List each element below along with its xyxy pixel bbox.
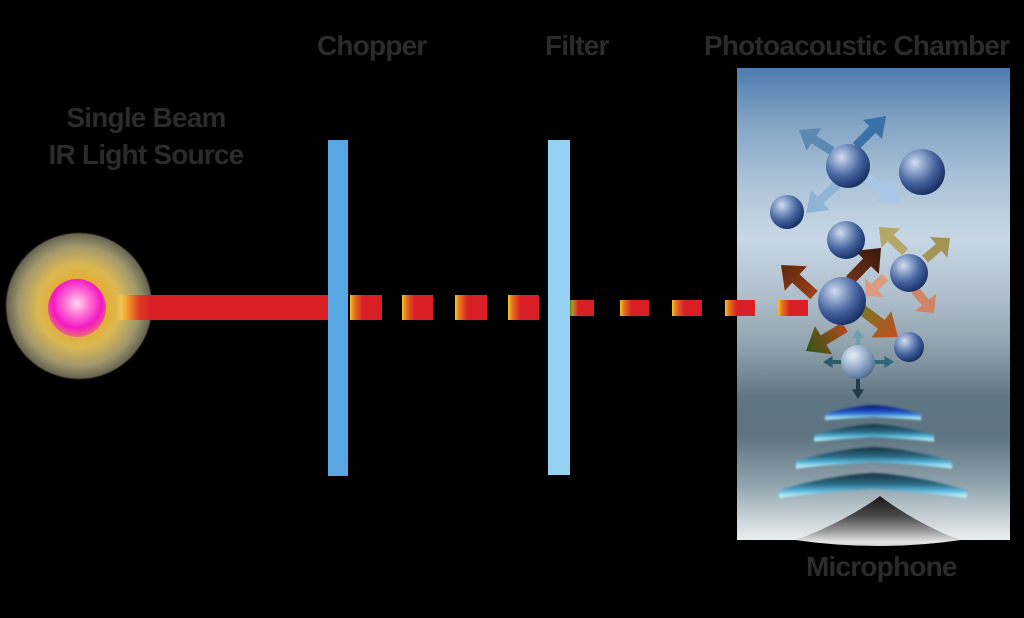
photoacoustic-chamber-label: Photoacoustic Chamber — [704, 30, 1010, 61]
light-source-label-line2: IR Light Source — [48, 139, 245, 170]
chopper-bar — [328, 140, 348, 476]
beam-dash-filtered — [620, 300, 649, 316]
beam-dash-filtered — [570, 300, 594, 316]
beam-dash-chopped — [350, 295, 382, 320]
beam-dash-chopped — [508, 295, 539, 320]
microphone-label: Microphone — [806, 551, 957, 582]
chopper-label: Chopper — [317, 30, 427, 61]
beam-dash-chopped — [402, 295, 433, 320]
light-source-label-line1: Single Beam — [66, 102, 226, 133]
beam-dash-chopped — [455, 295, 487, 320]
filter-bar — [548, 140, 570, 475]
ir-source-core-icon — [48, 279, 106, 337]
beam-dash-filtered — [672, 300, 702, 316]
filter-label: Filter — [545, 30, 609, 61]
ir-beam-solid — [116, 295, 330, 320]
photoacoustic-chamber — [737, 68, 1010, 540]
light-source-label: Single Beam IR Light Source — [38, 99, 254, 173]
